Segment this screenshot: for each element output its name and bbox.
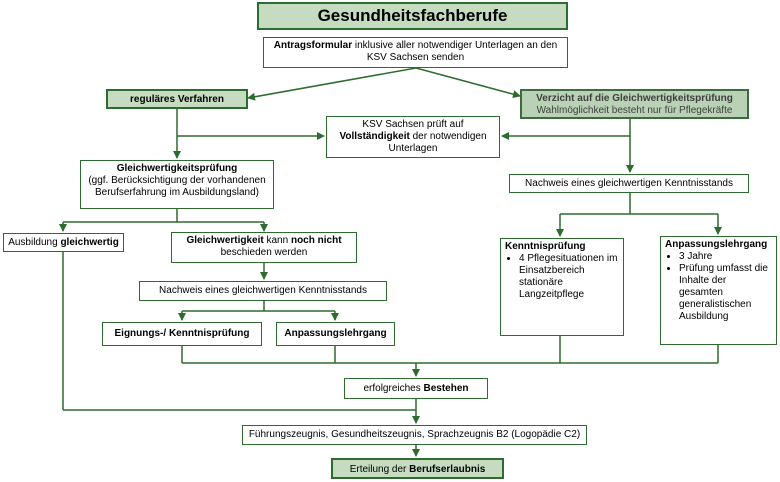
kenntnis-right-item: 4 Pflegesituationen im Einsatzbereich st… bbox=[519, 253, 619, 301]
kenntnis-right-list: 4 Pflegesituationen im Einsatzbereich st… bbox=[505, 253, 619, 301]
noch-nicht-box: Gleichwertigkeit kann noch nicht beschie… bbox=[171, 232, 357, 263]
eignung-box: Eignungs-/ Kenntnisprüfung bbox=[102, 322, 262, 346]
ksv-bold: Vollständigkeit bbox=[339, 131, 410, 142]
noch-nicht-bold1: Gleichwertigkeit bbox=[186, 235, 264, 246]
ausbildung-bold: gleichwertig bbox=[60, 237, 119, 248]
kenntnis-right-box: Kenntnisprüfung 4 Pflegesituationen im E… bbox=[500, 238, 624, 336]
erteilung-bold: Berufserlaubnis bbox=[409, 464, 486, 475]
noch-nicht-bold2: noch nicht bbox=[290, 235, 342, 246]
verzicht-box: Verzicht auf die Gleichwertigkeitsprüfun… bbox=[520, 89, 749, 119]
nachweis-left-box: Nachweis eines gleichwertigen Kenntnisst… bbox=[139, 281, 387, 301]
ksv-part1: KSV Sachsen prüft auf bbox=[362, 119, 464, 130]
antrag-bold: Antragsformular bbox=[273, 40, 353, 51]
verzicht-line2: Wahlmöglichkeit besteht nur für Pflegekr… bbox=[536, 105, 733, 116]
anpassung-right-item: Prüfung umfasst die Inhalte der gesamten… bbox=[679, 263, 772, 323]
erteilung-box: Erteilung der Berufserlaubnis bbox=[331, 458, 504, 479]
anpassung-right-title: Anpassungslehrgang bbox=[665, 239, 768, 250]
noch-nicht-rest: beschieden werden bbox=[220, 247, 308, 258]
ksv-part2: der notwendigen Unterlagen bbox=[388, 131, 487, 154]
antrag-rest: inklusive aller notwendiger Unterlagen a… bbox=[352, 40, 558, 63]
bestehen-part1: erfolgreiches bbox=[363, 383, 424, 394]
ausbildung-box: Ausbildung gleichwertig bbox=[3, 233, 124, 252]
bestehen-bold: Bestehen bbox=[423, 383, 469, 394]
gleichwertigkeit-note: (ggf. Berücksichtigung der vorhandenen B… bbox=[88, 175, 266, 198]
erteilung-part1: Erteilung der bbox=[349, 464, 410, 475]
ksv-box: KSV Sachsen prüft auf Vollständigkeit de… bbox=[326, 116, 500, 158]
gleichwertigkeit-title: Gleichwertigkeitsprüfung bbox=[116, 163, 238, 174]
zeugnis-box: Führungszeugnis, Gesundheitszeugnis, Spr… bbox=[242, 425, 587, 445]
antrag-box: Antragsformular inklusive aller notwendi… bbox=[263, 37, 568, 68]
anpassung-left-box: Anpassungslehrgang bbox=[276, 322, 395, 346]
noch-nicht-mid: kann bbox=[263, 235, 291, 246]
anpassung-right-item: 3 Jahre bbox=[679, 251, 772, 263]
anpassung-right-list: 3 Jahre Prüfung umfasst die Inhalte der … bbox=[665, 251, 772, 323]
bestehen-box: erfolgreiches Bestehen bbox=[344, 378, 488, 399]
gleichwertigkeit-box: Gleichwertigkeitsprüfung (ggf. Berücksic… bbox=[80, 160, 274, 209]
ausbildung-part1: Ausbildung bbox=[8, 237, 61, 248]
regular-procedure-box: reguläres Verfahren bbox=[106, 89, 248, 109]
page-title: Gesundheitsfachberufe bbox=[257, 2, 568, 30]
kenntnis-right-title: Kenntnisprüfung bbox=[505, 241, 586, 252]
verzicht-line1: Verzicht auf die Gleichwertigkeitsprüfun… bbox=[536, 93, 733, 104]
anpassung-right-box: Anpassungslehrgang 3 Jahre Prüfung umfas… bbox=[660, 236, 777, 345]
nachweis-right-box: Nachweis eines gleichwertigen Kenntnisst… bbox=[509, 174, 749, 193]
